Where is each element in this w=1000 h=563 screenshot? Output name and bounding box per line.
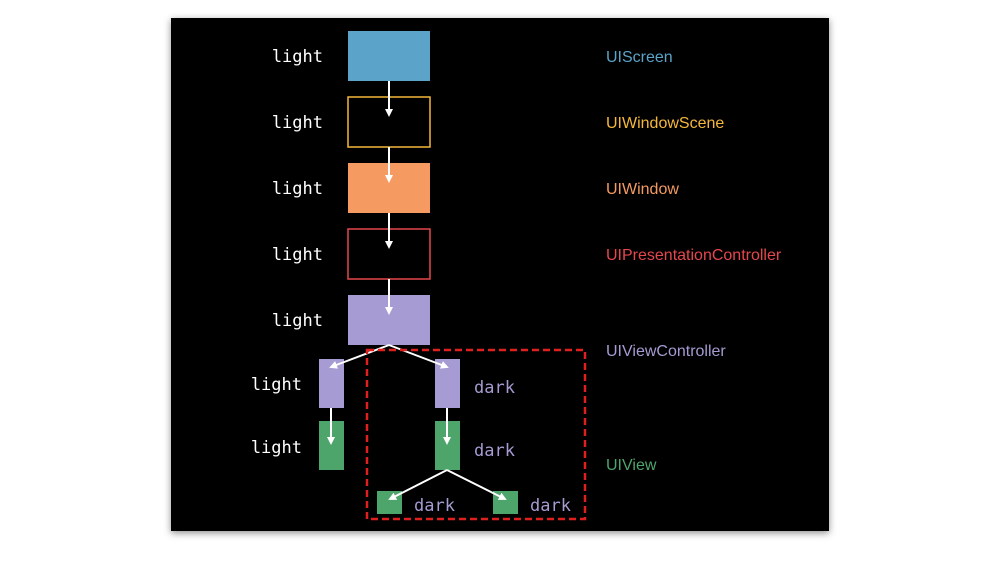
trait-label-scene: light xyxy=(272,113,323,133)
class-name-uiviewcontroller: UIViewController xyxy=(606,343,726,360)
trait-label-subview-right: dark xyxy=(530,496,571,516)
trait-label-child-view-right: dark xyxy=(474,441,515,461)
trait-label-child-view-left: light xyxy=(251,438,302,458)
arrow xyxy=(329,344,390,369)
class-name-uiview: UIView xyxy=(606,457,657,474)
trait-hierarchy-diagram: light light light light light light ligh… xyxy=(251,31,782,521)
class-name-uiwindow: UIWindow xyxy=(606,181,679,198)
slide: light light light light light light ligh… xyxy=(171,18,829,531)
trait-label-vc: light xyxy=(272,311,323,331)
class-name-uiscreen: UIScreen xyxy=(606,49,673,66)
arrow xyxy=(446,469,507,500)
trait-label-child-vc-left: light xyxy=(251,375,302,395)
trait-label-child-vc-right: dark xyxy=(474,378,515,398)
child-vc-right-box xyxy=(435,359,460,408)
arrow xyxy=(388,469,448,500)
class-name-uiwindowscene: UIWindowScene xyxy=(606,115,724,132)
class-name-uipresentationcontroller: UIPresentationController xyxy=(606,247,782,264)
arrow xyxy=(388,344,449,369)
trait-label-window: light xyxy=(272,179,323,199)
trait-label-screen: light xyxy=(272,47,323,67)
trait-label-presentation: light xyxy=(272,245,323,265)
uiscreen-box xyxy=(348,31,430,81)
trait-label-subview-left: dark xyxy=(414,496,455,516)
dark-override-highlight xyxy=(365,348,587,521)
